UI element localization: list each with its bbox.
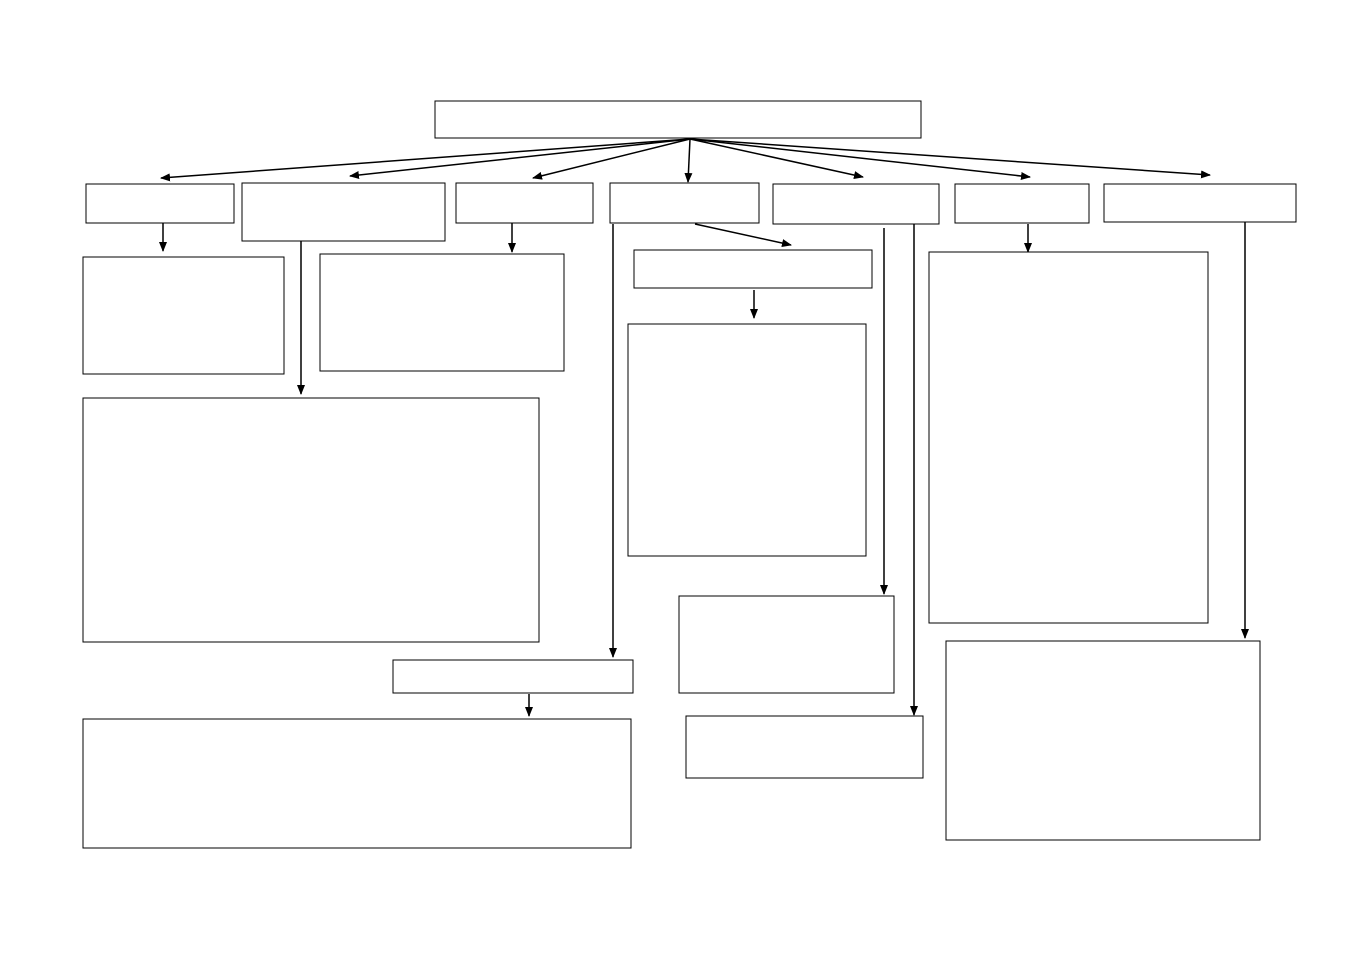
arrow-root-to-level1-a [160, 138, 691, 182]
node-box-d-sub-detail [627, 323, 867, 557]
node-box-g-detail [945, 640, 1261, 841]
node-box-level1-e [772, 183, 940, 225]
arrow-root-to-level1-g [689, 138, 1211, 179]
edges-layer [159, 138, 1249, 717]
node-level1-d [609, 182, 760, 224]
arrow-root-to-level1-f [689, 138, 1031, 180]
node-d-sub-detail [627, 323, 867, 557]
node-g-detail [945, 640, 1261, 841]
node-level1-a [85, 183, 235, 224]
node-box-c-detail [319, 253, 565, 372]
node-level1-b [241, 182, 446, 242]
arrow-root-to-level1-b [349, 138, 691, 180]
arrow-root-to-level1-e [689, 138, 864, 179]
node-box-b-large-detail [82, 397, 540, 643]
node-b-large-detail [82, 397, 540, 643]
node-e-detail-2 [685, 715, 924, 779]
node-box-level1-b [241, 182, 446, 242]
arrow-root-to-level1-d [684, 138, 693, 183]
node-f-detail [928, 251, 1209, 624]
node-box-e-detail-1 [678, 595, 895, 694]
node-level1-f [954, 183, 1090, 224]
arrow-root-to-level1-c [532, 138, 691, 180]
node-box-level1-f [954, 183, 1090, 224]
node-d-sub [633, 249, 873, 289]
node-box-f-detail [928, 251, 1209, 624]
node-box-d-sub [633, 249, 873, 289]
node-box-d-bottom-detail [82, 718, 632, 849]
node-c-detail [319, 253, 565, 372]
node-box-e-detail-2 [685, 715, 924, 779]
node-box-level1-c [455, 182, 594, 224]
node-d-bottom-label [392, 659, 634, 694]
node-box-level1-d [609, 182, 760, 224]
node-box-a-detail [82, 256, 285, 375]
node-box-d-bottom-label [392, 659, 634, 694]
node-d-bottom-detail [82, 718, 632, 849]
node-a-detail [82, 256, 285, 375]
node-root [434, 100, 922, 139]
node-level1-c [455, 182, 594, 224]
node-level1-g [1103, 183, 1297, 223]
node-box-root [434, 100, 922, 139]
node-box-level1-a [85, 183, 235, 224]
node-e-detail-1 [678, 595, 895, 694]
nodes-layer [82, 100, 1297, 849]
node-box-level1-g [1103, 183, 1297, 223]
arrow-level1-d-to-d-sub [694, 223, 792, 247]
node-level1-e [772, 183, 940, 225]
